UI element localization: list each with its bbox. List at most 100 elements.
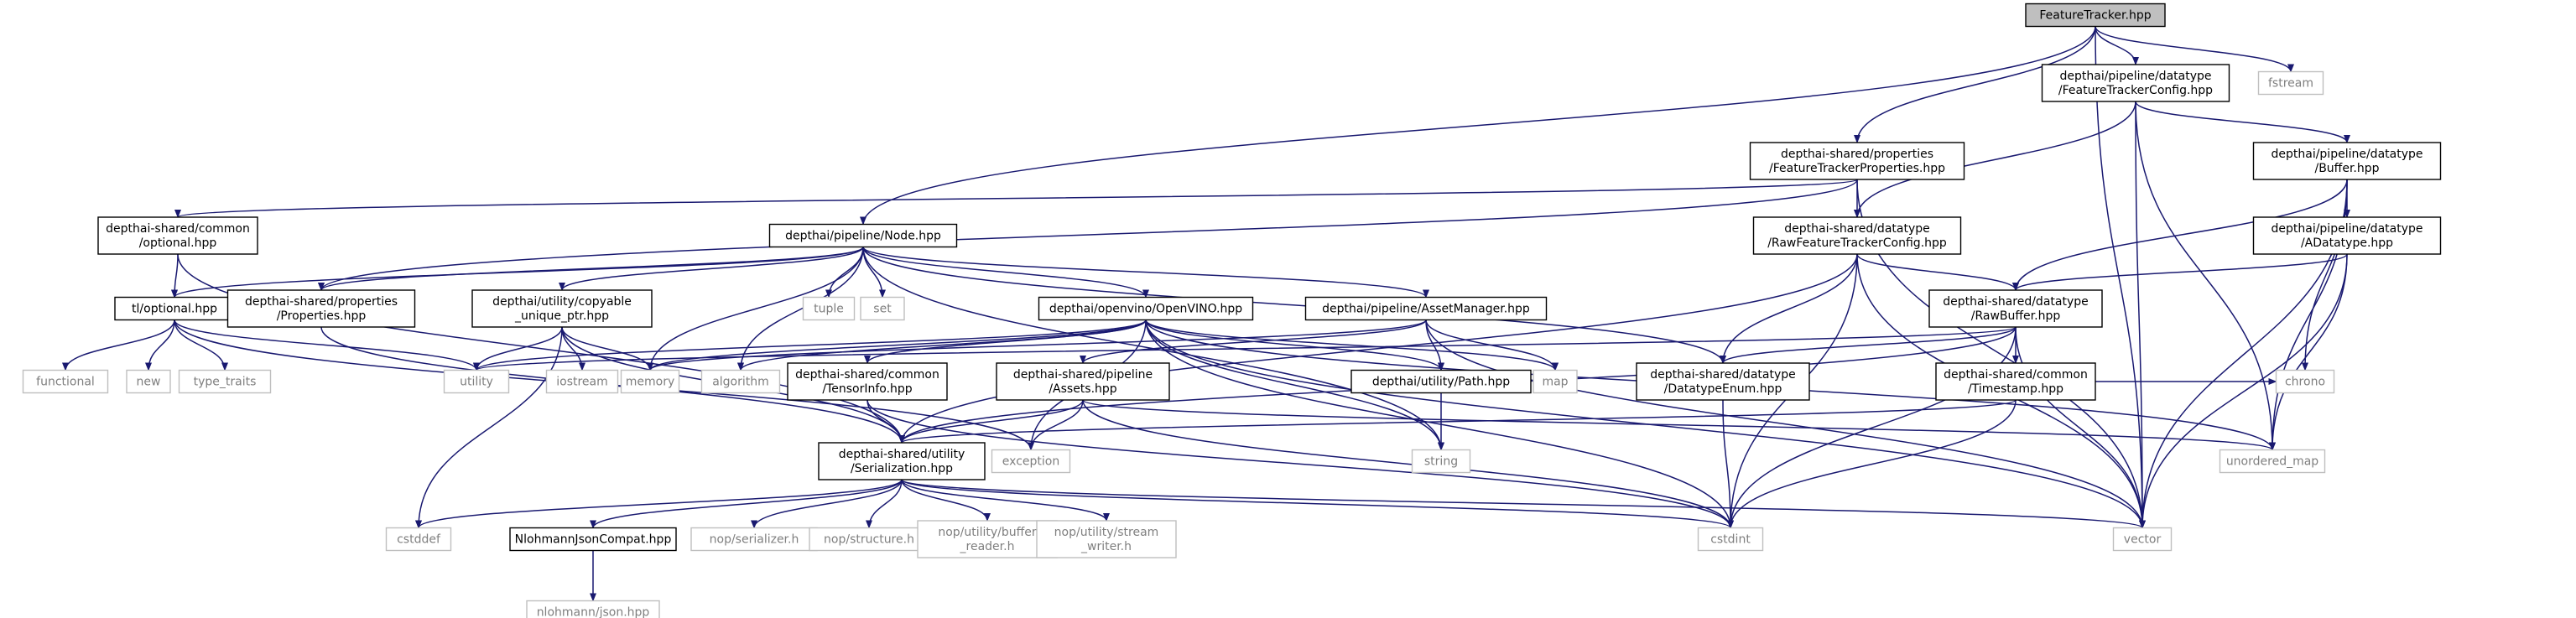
- node-label: depthai-shared/datatype: [1784, 222, 1930, 236]
- node-label: fstream: [2268, 77, 2313, 91]
- node-label: FeatureTracker.hpp: [2039, 9, 2151, 23]
- node-label: depthai-shared/common: [795, 368, 939, 382]
- node-timestamp[interactable]: depthai-shared/common/Timestamp.hpp: [1935, 362, 2096, 401]
- edge-assets-to-umap: [1082, 399, 2276, 451]
- node-copyable[interactable]: depthai/utility/copyable_unique_ptr.hpp: [471, 289, 653, 328]
- node-assetmgr[interactable]: depthai/pipeline/AssetManager.hpp: [1304, 296, 1548, 321]
- node-assets[interactable]: depthai-shared/pipeline/Assets.hpp: [996, 362, 1170, 401]
- edge-ft-to-fstream: [2095, 26, 2294, 73]
- node-box: [226, 289, 416, 328]
- edge-tensorinfo-to-serial: [866, 399, 905, 444]
- edge-ftc-to-buffer: [2135, 101, 2350, 143]
- node-ft[interactable]: FeatureTracker.hpp: [2025, 3, 2166, 28]
- edge-serial-to-vector: [901, 479, 2146, 529]
- node-box: [545, 369, 619, 394]
- node-serializer: nop/serializer.h: [690, 527, 818, 552]
- edge-assets-to-serial: [898, 399, 1084, 444]
- node-label: vector: [2124, 533, 2162, 547]
- node-box: [97, 216, 258, 255]
- node-label: depthai-shared/pipeline: [1013, 368, 1153, 382]
- node-box: [1038, 296, 1254, 321]
- edge-ftp-to-props: [318, 179, 1858, 291]
- edge-node-to-dtenum: [862, 247, 1726, 364]
- node-box: [471, 289, 653, 328]
- node-label: nop/structure.h: [824, 533, 914, 547]
- node-props[interactable]: depthai-shared/properties/Properties.hpp: [226, 289, 416, 328]
- edge-adatatype-to-vector: [2139, 253, 2348, 529]
- node-label: depthai-shared/common: [1944, 368, 2088, 382]
- node-buffer[interactable]: depthai/pipeline/datatype/Buffer.hpp: [2252, 142, 2442, 180]
- node-box: [2275, 369, 2335, 394]
- node-box: [787, 362, 948, 401]
- edge-assetmgr-to-vector: [1425, 319, 2146, 529]
- node-adatatype[interactable]: depthai/pipeline/datatype/ADatatype.hpp: [2252, 216, 2442, 255]
- node-box: [126, 369, 171, 394]
- node-tensorinfo[interactable]: depthai-shared/common/TensorInfo.hpp: [787, 362, 948, 401]
- node-label: cstddef: [397, 533, 441, 547]
- node-box: [1350, 369, 1532, 394]
- node-label: unordered_map: [2226, 455, 2318, 469]
- node-tuple: tuple: [802, 296, 856, 321]
- node-openvino[interactable]: depthai/openvino/OpenVINO.hpp: [1038, 296, 1254, 321]
- node-path[interactable]: depthai/utility/Path.hpp: [1350, 369, 1532, 394]
- node-serial[interactable]: depthai-shared/utility/Serialization.hpp: [818, 442, 986, 480]
- node-box: [860, 296, 905, 321]
- node-rawftc[interactable]: depthai-shared/datatype/RawFeatureTracke…: [1752, 216, 1962, 255]
- edge-ft-to-node: [860, 26, 2096, 226]
- node-label: _reader.h: [960, 540, 1015, 553]
- edge-serial-to-serializer: [751, 479, 903, 529]
- node-ftc[interactable]: depthai/pipeline/datatype/FeatureTracker…: [2041, 64, 2230, 102]
- node-label: /DatatypeEnum.hpp: [1664, 382, 1782, 396]
- edge-layer: [62, 26, 2350, 602]
- edge-tensorinfo-to-cstdint: [866, 399, 1734, 529]
- node-label: /Buffer.hpp: [2314, 162, 2379, 175]
- node-ftp[interactable]: depthai-shared/properties/FeatureTracker…: [1749, 142, 1965, 180]
- edge-ftp-to-optional: [174, 179, 1858, 218]
- node-box: [996, 362, 1170, 401]
- node-box: [178, 369, 272, 394]
- node-label: /FeatureTrackerConfig.hpp: [2058, 84, 2213, 97]
- node-box: [2257, 70, 2324, 96]
- node-box: [768, 223, 958, 248]
- edge-openvino-to-string: [1145, 319, 1444, 451]
- node-tlopt[interactable]: tl/optional.hpp: [114, 296, 235, 321]
- node-dtenum[interactable]: depthai-shared/datatype/DatatypeEnum.hpp: [1636, 362, 1810, 401]
- edge-assetmgr-to-path: [1425, 319, 1444, 371]
- edge-rawftc-to-dtenum: [1720, 253, 1858, 364]
- node-node[interactable]: depthai/pipeline/Node.hpp: [768, 223, 958, 248]
- edge-openvino-to-utility: [473, 319, 1147, 371]
- node-box: [818, 442, 986, 480]
- edge-serial-to-cstdint: [901, 479, 1734, 529]
- node-label: depthai-shared/common: [106, 222, 250, 236]
- node-streamwriter: nop/utility/stream_writer.h: [1036, 520, 1177, 558]
- edge-assets-to-exception: [1028, 399, 1084, 451]
- node-label: _writer.h: [1080, 540, 1132, 553]
- node-bufreader: nop/utility/buffer_reader.h: [917, 520, 1058, 558]
- node-structure: nop/structure.h: [809, 527, 929, 552]
- node-cstddef: cstddef: [385, 527, 452, 552]
- node-box: [1928, 289, 2103, 328]
- node-label: cstdint: [1710, 533, 1751, 547]
- edge-serial-to-cstddef: [415, 479, 903, 529]
- node-nljcompat[interactable]: NlohmannJsonCompat.hpp: [509, 527, 677, 552]
- node-label: /optional.hpp: [139, 236, 217, 250]
- edge-tlopt-to-new: [145, 319, 175, 371]
- edge-adatatype-to-rawbuffer: [2012, 253, 2348, 291]
- node-map: map: [1533, 369, 1578, 394]
- node-optional[interactable]: depthai-shared/common/optional.hpp: [97, 216, 258, 255]
- node-label: map: [1542, 376, 1568, 389]
- node-label: chrono: [2285, 376, 2325, 389]
- node-label: depthai/pipeline/datatype: [2271, 222, 2422, 236]
- node-exception: exception: [991, 449, 1071, 474]
- edge-serial-to-bufreader: [901, 479, 991, 522]
- node-box: [1935, 362, 2096, 401]
- edge-copyable-to-utility: [473, 326, 563, 371]
- node-rawbuffer[interactable]: depthai-shared/datatype/RawBuffer.hpp: [1928, 289, 2103, 328]
- node-cstdint: cstdint: [1697, 527, 1764, 552]
- node-box: [2025, 3, 2166, 28]
- node-label: algorithm: [712, 376, 769, 389]
- node-label: depthai/openvino/OpenVINO.hpp: [1049, 303, 1242, 316]
- node-layer: FeatureTracker.hpp depthai/pipeline/datat…: [22, 3, 2442, 618]
- node-label: utility: [460, 376, 493, 389]
- edge-serial-to-streamwriter: [901, 479, 1110, 522]
